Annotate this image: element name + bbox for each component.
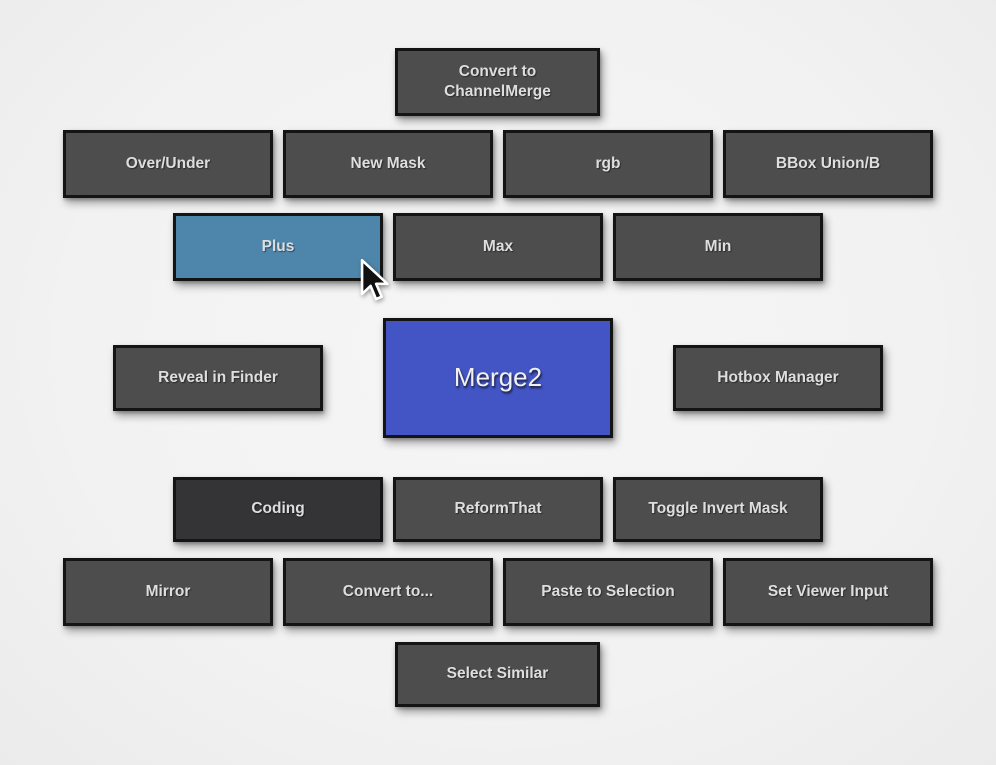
coding-button[interactable]: Coding	[173, 477, 383, 542]
convert-to-button[interactable]: Convert to...	[283, 558, 493, 626]
set-viewer-input-button[interactable]: Set Viewer Input	[723, 558, 933, 626]
toggle-invert-mask-button[interactable]: Toggle Invert Mask	[613, 477, 823, 542]
hotbox-manager-button[interactable]: Hotbox Manager	[673, 345, 883, 411]
convert-to-channelmerge-button[interactable]: Convert to ChannelMerge	[395, 48, 600, 116]
min-button[interactable]: Min	[613, 213, 823, 281]
new-mask-button[interactable]: New Mask	[283, 130, 493, 198]
plus-button[interactable]: Plus	[173, 213, 383, 281]
rgb-button[interactable]: rgb	[503, 130, 713, 198]
paste-to-selection-button[interactable]: Paste to Selection	[503, 558, 713, 626]
merge2-center-node-button[interactable]: Merge2	[383, 318, 613, 438]
select-similar-button[interactable]: Select Similar	[395, 642, 600, 707]
reformthat-button[interactable]: ReformThat	[393, 477, 603, 542]
mirror-button[interactable]: Mirror	[63, 558, 273, 626]
over-under-button[interactable]: Over/Under	[63, 130, 273, 198]
bbox-union-b-button[interactable]: BBox Union/B	[723, 130, 933, 198]
max-button[interactable]: Max	[393, 213, 603, 281]
reveal-in-finder-button[interactable]: Reveal in Finder	[113, 345, 323, 411]
